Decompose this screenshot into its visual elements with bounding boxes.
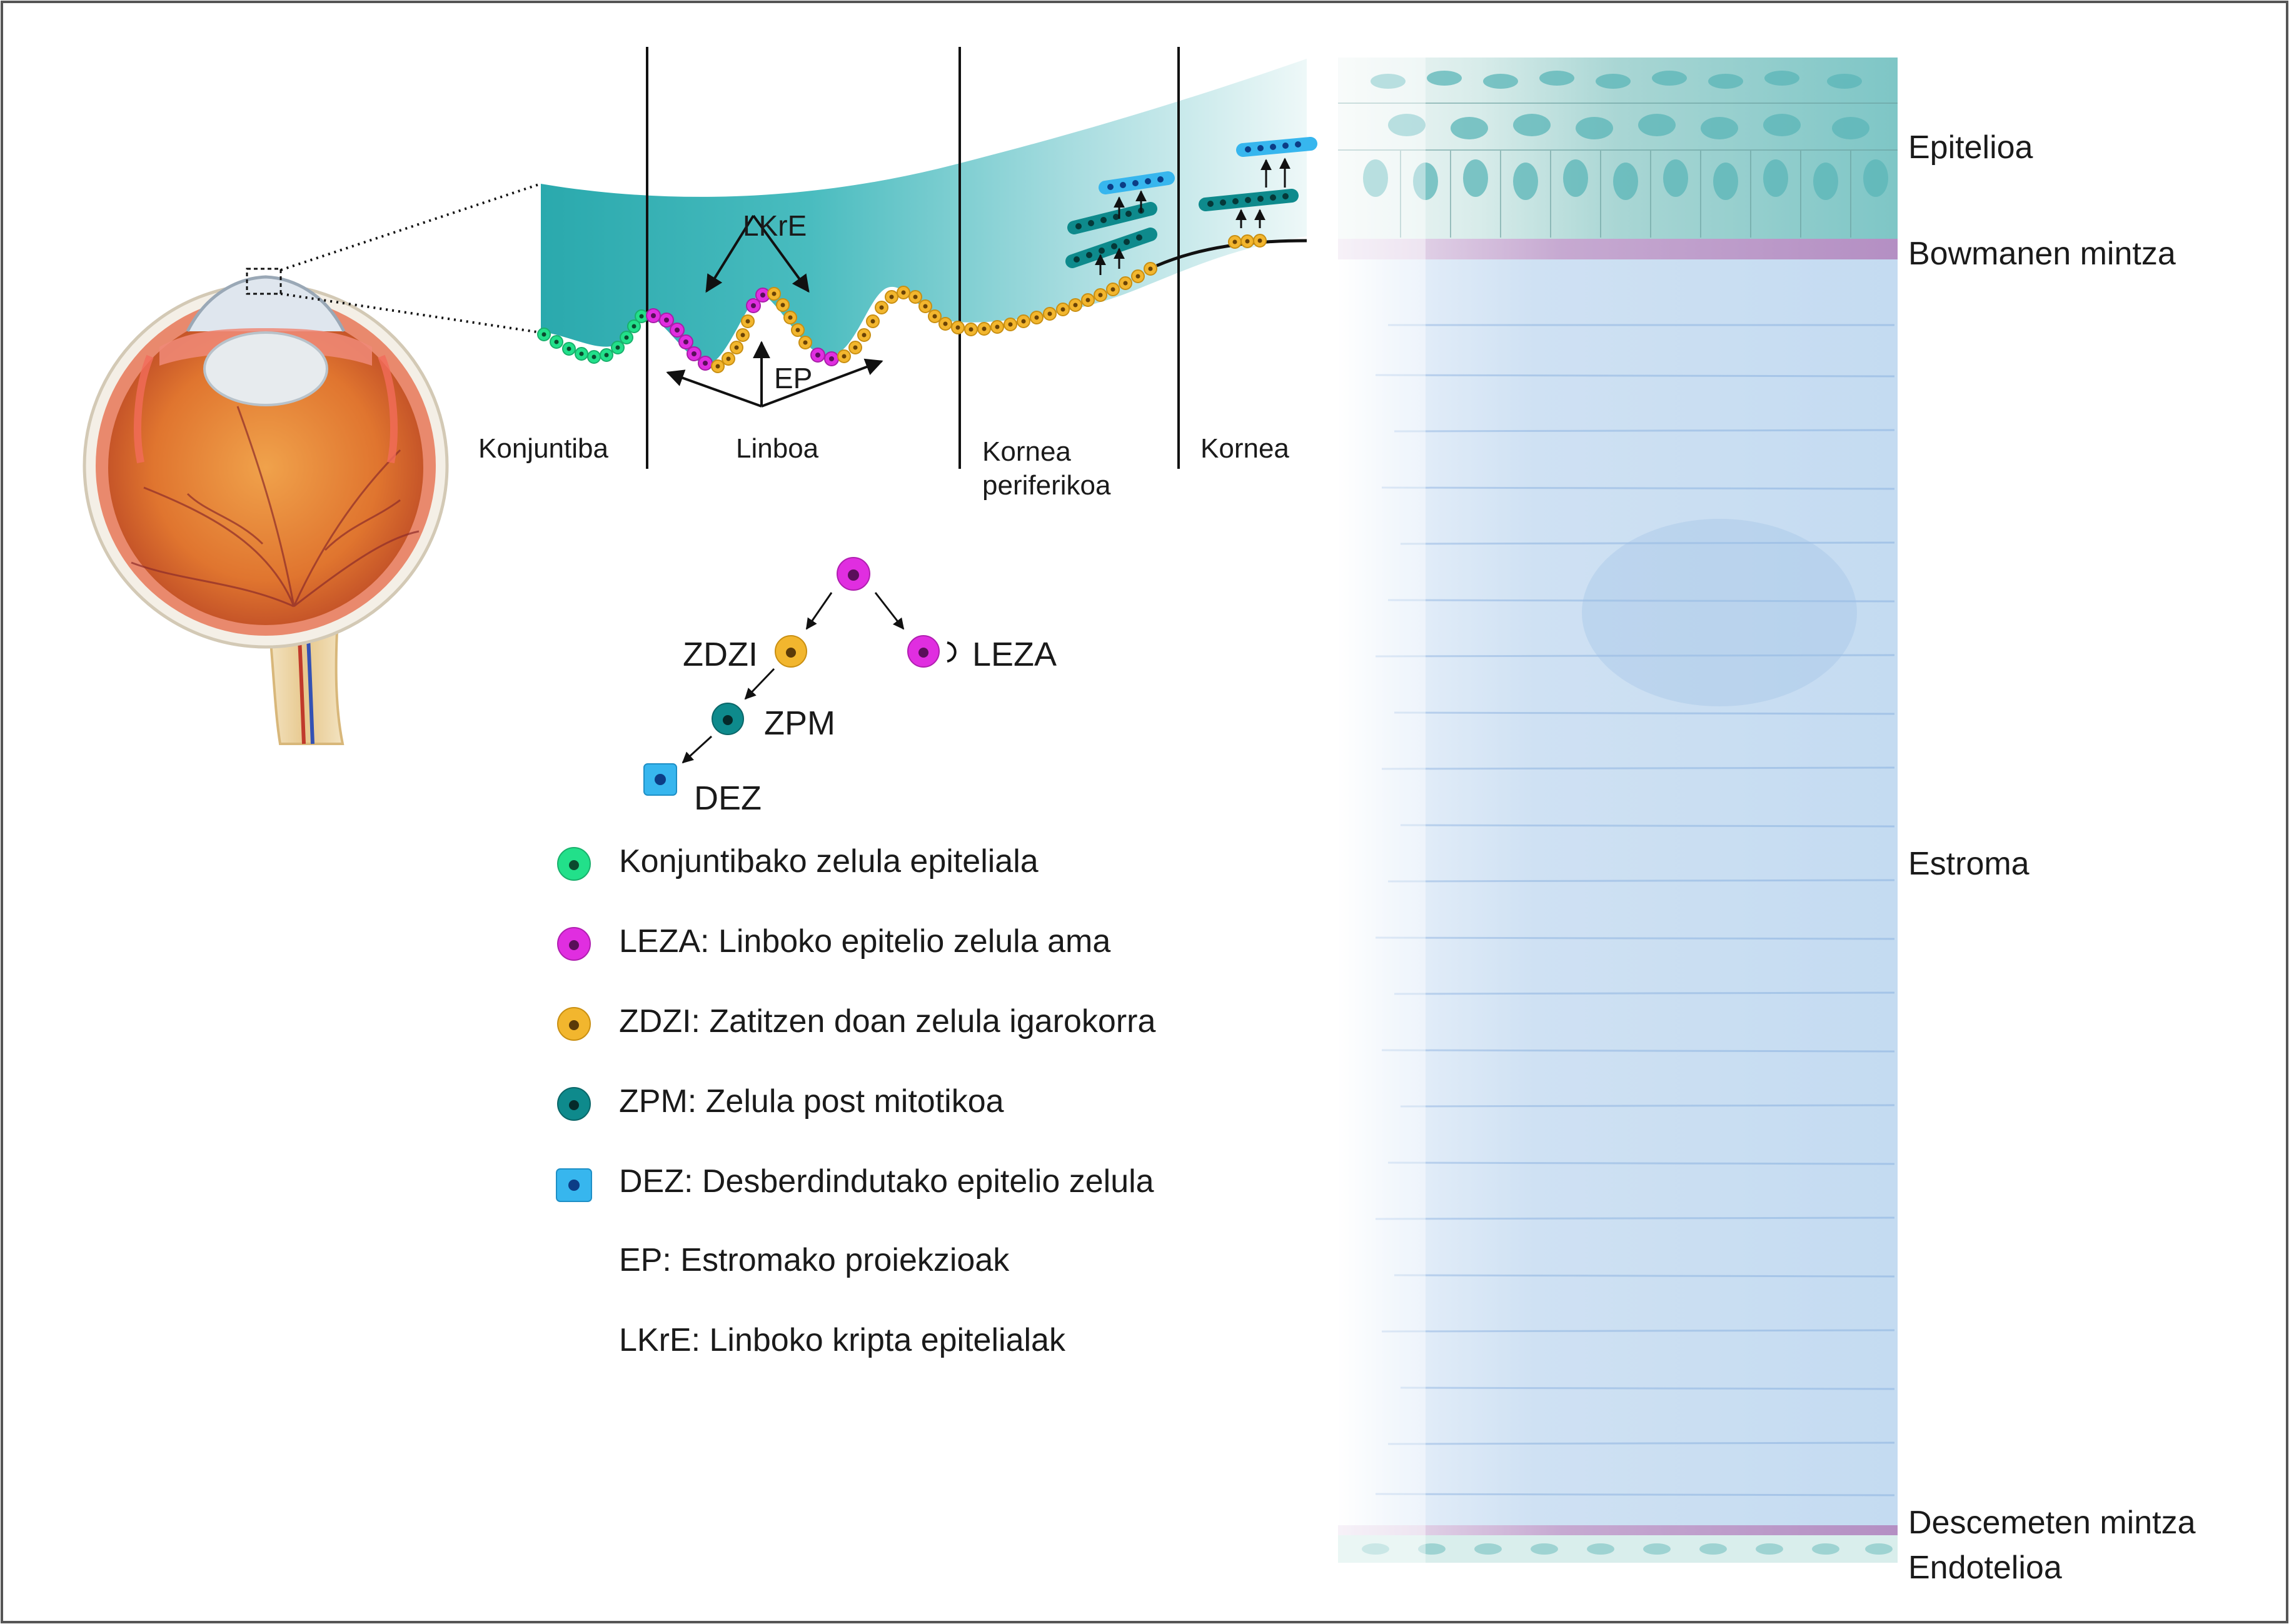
region-label-konjuntiba: Konjuntiba bbox=[478, 433, 608, 464]
central-cornea-differentiation bbox=[1199, 137, 1317, 228]
annotation-ep: EP bbox=[774, 362, 813, 394]
stroma-layer bbox=[1338, 259, 1898, 1525]
lens bbox=[203, 331, 328, 406]
region-dividers bbox=[646, 47, 1180, 469]
lineage-label-zdzi: ZDZI bbox=[683, 636, 758, 673]
lineage-label-dez: DEZ bbox=[694, 779, 762, 817]
peripheral-cornea-differentiation bbox=[1065, 171, 1175, 275]
cornea-dome bbox=[186, 275, 346, 333]
ep-arrows bbox=[666, 341, 883, 408]
layer-label-epitelioa: Epitelioa bbox=[1908, 129, 2033, 166]
region-label-kornea: Kornea bbox=[1200, 433, 1289, 464]
stroma-fibers bbox=[1375, 324, 1895, 1496]
legend-item-1: LEZA: Linboko epitelio zelula ama bbox=[619, 923, 1111, 960]
cell-lineage-tree bbox=[643, 557, 957, 796]
lkre-arrows bbox=[705, 214, 810, 293]
region-label-kornea-periferikoa-line1: Kornea bbox=[982, 436, 1071, 467]
layer-label-estroma: Estroma bbox=[1908, 846, 2030, 882]
layer-label-endotelioa: Endotelioa bbox=[1908, 1550, 2062, 1586]
annotation-lkre: LKrE bbox=[743, 209, 807, 242]
legend-item-3: ZPM: Zelula post mitotikoa bbox=[619, 1083, 1004, 1120]
layer-label-bowman: Bowmanen mintza bbox=[1908, 236, 2176, 272]
legend-item-5: EP: Estromako proiekzioak bbox=[619, 1242, 1010, 1278]
legend-item-2: ZDZI: Zatitzen doan zelula igarokorra bbox=[619, 1003, 1156, 1040]
bowman-layer bbox=[1338, 239, 1898, 259]
layer-label-descemet: Descemeten mintza bbox=[1908, 1505, 2196, 1541]
zoom-box bbox=[246, 268, 282, 295]
optic-nerve bbox=[267, 618, 345, 745]
basal-cell-chain bbox=[537, 234, 1267, 373]
epithelial-cells bbox=[1363, 71, 1888, 200]
stroma-shade bbox=[1582, 519, 1857, 706]
retina bbox=[108, 310, 423, 625]
cornea-cross-section bbox=[1338, 58, 1898, 1564]
legend-icons bbox=[556, 847, 592, 1202]
region-label-kornea-periferikoa-line2: periferikoa bbox=[982, 469, 1111, 501]
left-fade bbox=[1338, 58, 1426, 1564]
legend-item-4: DEZ: Desberdindutako epitelio zelula bbox=[619, 1163, 1154, 1200]
lineage-label-zpm: ZPM bbox=[764, 704, 835, 742]
lineage-label-leza: LEZA bbox=[972, 636, 1057, 673]
legend-item-6: LKrE: Linboko kripta epitelialak bbox=[619, 1322, 1065, 1358]
region-label-linboa: Linboa bbox=[736, 433, 819, 464]
descemet-layer bbox=[1338, 1525, 1898, 1535]
zoom-line-top bbox=[280, 183, 541, 271]
eyeball-illustration bbox=[83, 268, 449, 745]
region-label-kornea-periferikoa: Kornea periferikoa bbox=[982, 435, 1110, 502]
legend-item-0: Konjuntibako zelula epiteliala bbox=[619, 843, 1039, 880]
zoom-line-bottom bbox=[280, 293, 541, 334]
self-renewal-arc bbox=[947, 641, 957, 663]
